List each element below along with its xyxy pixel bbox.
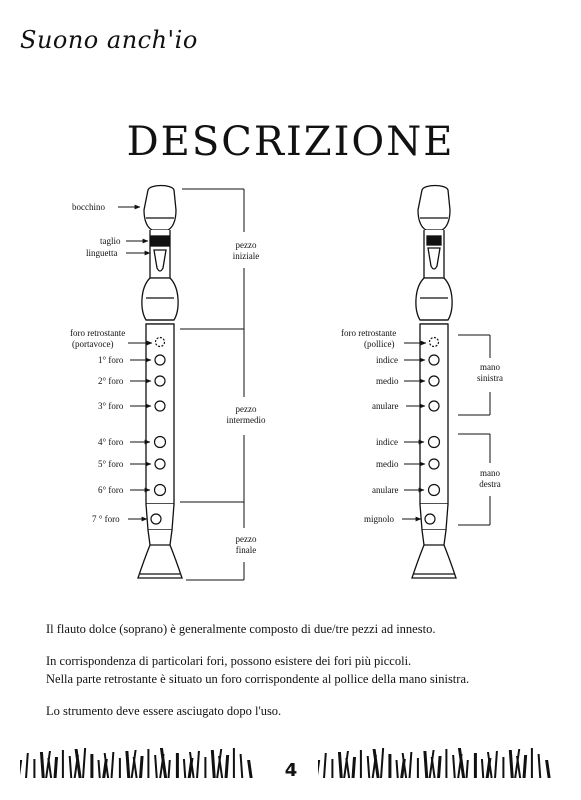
right-window-icon (426, 235, 442, 246)
label-r-index: indice (376, 437, 398, 447)
paragraph-2a: In corrispondenza di particolari fori, p… (46, 654, 412, 668)
label-r-ring: anulare (372, 485, 398, 495)
right-hole-7-icon (424, 513, 436, 525)
label-hole-4: 4° foro (98, 437, 124, 447)
right-hole-2-icon (428, 375, 440, 387)
section-start-1: pezzo (236, 240, 257, 250)
right-hand-brackets (458, 334, 491, 526)
label-r-back-hole-2: (pollice) (364, 339, 395, 349)
label-pinky: mignolo (364, 514, 395, 524)
right-hole-6-icon (427, 483, 441, 497)
header-title: Suono anch'io (20, 26, 198, 54)
left-window-icon (150, 235, 170, 247)
left-back-hole-icon (154, 336, 166, 348)
label-l-middle: medio (376, 376, 399, 386)
page-number: 4 (284, 760, 298, 781)
footer-keyboard-left-decoration (20, 748, 253, 778)
section-end-1: pezzo (236, 534, 257, 544)
label-taglio: taglio (100, 236, 121, 246)
description-text: Il flauto dolce (soprano) è generalmente… (46, 620, 546, 734)
label-hole-6: 6° foro (98, 485, 124, 495)
label-back-hole-1: foro retrostante (70, 328, 125, 338)
right-hole-1-icon (428, 354, 440, 366)
section-middle-1: pezzo (236, 404, 257, 414)
label-hole-3: 3° foro (98, 401, 124, 411)
right-back-hole-icon (428, 336, 440, 348)
label-bocchino: bocchino (72, 202, 105, 212)
left-recorder (137, 184, 183, 579)
section-end-2: finale (236, 545, 257, 555)
right-recorder (411, 184, 457, 579)
left-hole-6-icon (153, 483, 167, 497)
label-r-back-hole-1: foro retrostante (341, 328, 396, 338)
label-hole-1: 1° foro (98, 355, 124, 365)
left-hole-7-icon (150, 513, 162, 525)
left-hole-2-icon (154, 375, 166, 387)
footer-keyboard-right-decoration (318, 748, 551, 778)
group-left-2: sinistra (477, 373, 503, 383)
left-hole-3-icon (154, 400, 166, 412)
right-hole-3-icon (428, 400, 440, 412)
section-start-2: iniziale (233, 251, 260, 261)
label-l-ring: anulare (372, 401, 398, 411)
right-hole-4-icon (427, 435, 441, 449)
label-back-hole-2: (portavoce) (72, 339, 113, 349)
left-section-brackets (180, 188, 245, 581)
group-right-1: mano (480, 468, 500, 478)
section-middle-2: intermedio (227, 415, 266, 425)
recorder-diagram: bocchino taglio linguetta foro retrostan… (70, 184, 503, 581)
page-title: DESCRIZIONE (126, 118, 455, 165)
left-hole-4-icon (153, 435, 167, 449)
label-hole-5: 5° foro (98, 459, 124, 469)
paragraph-1: Il flauto dolce (soprano) è generalmente… (46, 622, 436, 636)
label-r-middle: medio (376, 459, 399, 469)
group-left-1: mano (480, 362, 500, 372)
paragraph-3: Lo strumento deve essere asciugato dopo … (46, 704, 282, 718)
label-hole-7: 7 ° foro (92, 514, 120, 524)
left-holes (150, 336, 167, 525)
right-holes (424, 336, 441, 525)
left-hole-5-icon (154, 458, 166, 470)
label-l-index: indice (376, 355, 398, 365)
paragraph-2b: Nella parte retrostante è situato un for… (46, 672, 470, 686)
left-hole-1-icon (154, 354, 166, 366)
group-right-2: destra (479, 479, 501, 489)
label-hole-2: 2° foro (98, 376, 124, 386)
right-hole-5-icon (428, 458, 440, 470)
label-linguetta: linguetta (86, 248, 118, 258)
